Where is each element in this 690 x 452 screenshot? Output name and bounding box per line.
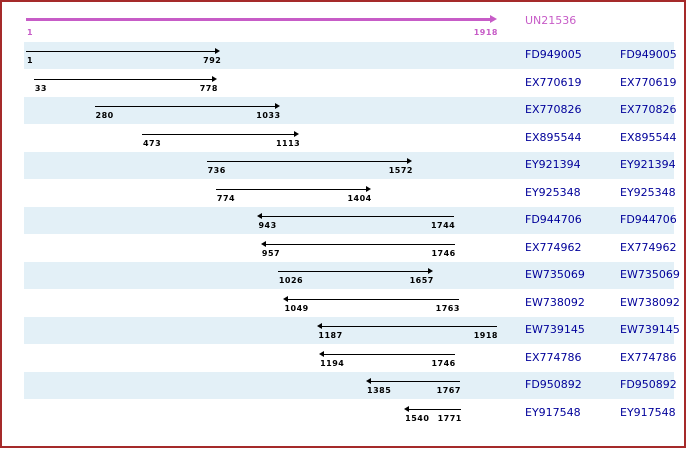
- query-track-arrowhead: [490, 15, 497, 23]
- hit-start-coord-FD950892: 1385: [367, 386, 392, 395]
- hit-id-link-EW739145[interactable]: EW739145: [525, 323, 585, 336]
- hit-track-FD944706-line[interactable]: [262, 216, 455, 217]
- hit-id-link-EY921394[interactable]: EY921394: [525, 158, 581, 171]
- hit-track-EY921394-arrowhead: [406, 158, 412, 164]
- hit-start-coord-EX895544: 473: [142, 138, 162, 148]
- hit-track-FD949005-line[interactable]: [26, 51, 216, 52]
- row-band: [24, 207, 674, 234]
- hit-track-EX895544-line[interactable]: [141, 133, 295, 135]
- hit-id-link-EW738092[interactable]: EW738092: [525, 295, 585, 309]
- hit-id-label-EW735069[interactable]: EW735069: [620, 268, 680, 281]
- hit-id-label-EX774962[interactable]: EX774962: [620, 240, 677, 254]
- hit-start-coord-FD949005: 1: [27, 56, 34, 65]
- query-end-coord: 1918: [473, 28, 498, 37]
- hit-track-EX770619-line[interactable]: [33, 78, 212, 80]
- hit-end-coord-EW738092: 1763: [435, 303, 460, 313]
- hit-id-link-EX774786[interactable]: EX774786: [525, 350, 582, 364]
- query-track-line[interactable]: [26, 18, 490, 21]
- hit-id-link-EX774962[interactable]: EX774962: [525, 240, 582, 254]
- hit-id-label-EX895544[interactable]: EX895544: [620, 130, 677, 144]
- hit-track-EX770826-arrowhead: [274, 103, 280, 109]
- hit-end-coord-FD949005: 792: [203, 56, 222, 65]
- row-band: [24, 372, 674, 399]
- hit-id-link-EX895544[interactable]: EX895544: [525, 130, 582, 144]
- hit-start-coord-EY917548: 1540: [405, 413, 430, 423]
- hit-id-label-EX770619[interactable]: EX770619: [620, 75, 677, 89]
- hit-id-label-EY921394[interactable]: EY921394: [620, 158, 676, 171]
- hit-track-FD944706-arrowhead: [257, 213, 263, 219]
- hit-track-FD949005-arrowhead: [215, 48, 221, 54]
- hit-id-label-FD950892[interactable]: FD950892: [620, 378, 677, 391]
- query-start-coord: 1: [27, 28, 34, 37]
- hit-track-EY921394-line[interactable]: [206, 161, 407, 162]
- hit-track-EW735069-arrowhead: [427, 268, 433, 274]
- hit-id-link-FD949005[interactable]: FD949005: [525, 48, 582, 61]
- row-band: [24, 262, 674, 289]
- hit-track-EW739145-arrowhead: [317, 323, 323, 329]
- hit-id-link-EY925348[interactable]: EY925348: [525, 185, 581, 199]
- hit-id-link-FD944706[interactable]: FD944706: [525, 213, 582, 226]
- hit-track-FD950892-line[interactable]: [371, 381, 460, 382]
- hit-id-link-EX770619[interactable]: EX770619: [525, 75, 582, 89]
- hit-end-coord-EX774962: 1746: [431, 248, 456, 258]
- hit-end-coord-EX774786: 1746: [431, 358, 456, 368]
- hit-id-label-FD944706[interactable]: FD944706: [620, 213, 677, 226]
- hit-id-link-EX770826[interactable]: EX770826: [525, 103, 582, 116]
- hit-end-coord-EY921394: 1572: [388, 166, 413, 175]
- hit-track-EY925348-line[interactable]: [215, 188, 366, 190]
- hit-end-coord-EX770826: 1033: [256, 111, 281, 120]
- hit-start-coord-EX770619: 33: [34, 83, 47, 93]
- hit-start-coord-EY925348: 774: [216, 193, 236, 203]
- hit-start-coord-EY921394: 736: [207, 166, 226, 175]
- hit-track-EY917548-line[interactable]: [409, 408, 461, 410]
- hit-track-EY925348-arrowhead: [365, 185, 371, 192]
- hit-end-coord-EY925348: 1404: [347, 193, 372, 203]
- query-id-label[interactable]: UN21536: [525, 14, 577, 27]
- hit-id-label-FD949005[interactable]: FD949005: [620, 48, 677, 61]
- hit-start-coord-FD944706: 943: [258, 221, 277, 230]
- hit-track-FD950892-arrowhead: [366, 378, 372, 384]
- hit-start-coord-EX774786: 1194: [320, 358, 345, 368]
- hit-track-EX770619-arrowhead: [211, 75, 217, 82]
- hit-start-coord-EX770826: 280: [95, 111, 114, 120]
- hit-track-EW735069-line[interactable]: [277, 271, 428, 272]
- hit-track-EX774786-arrowhead: [319, 350, 325, 357]
- hit-id-label-EY917548[interactable]: EY917548: [620, 405, 676, 419]
- hit-end-coord-EW739145: 1918: [473, 331, 498, 340]
- hit-track-EX774962-arrowhead: [260, 240, 266, 247]
- hit-end-coord-EX895544: 1113: [275, 138, 301, 148]
- hit-track-EW739145-line[interactable]: [322, 326, 497, 327]
- hit-end-coord-FD944706: 1744: [430, 221, 456, 230]
- hit-start-coord-EW735069: 1026: [278, 276, 304, 285]
- hit-start-coord-EX774962: 957: [261, 248, 281, 258]
- hit-track-EX895544-arrowhead: [294, 130, 300, 137]
- hit-track-EX774962-line[interactable]: [265, 243, 455, 245]
- row-band: [24, 97, 674, 124]
- hit-end-coord-EX770619: 778: [199, 83, 218, 93]
- row-band: [24, 152, 674, 179]
- hit-track-EX770826-line[interactable]: [94, 106, 275, 107]
- hit-id-label-EW738092[interactable]: EW738092: [620, 295, 680, 309]
- hit-end-coord-EW735069: 1657: [409, 276, 434, 285]
- row-band: [24, 42, 674, 69]
- hit-id-label-EW739145[interactable]: EW739145: [620, 323, 680, 336]
- hit-track-EW738092-arrowhead: [283, 295, 289, 302]
- hit-end-coord-EY917548: 1771: [437, 413, 462, 423]
- row-band: [24, 317, 674, 344]
- hit-track-EX774786-line[interactable]: [324, 353, 455, 355]
- hit-end-coord-FD950892: 1767: [436, 386, 461, 395]
- hit-track-EY917548-arrowhead: [404, 405, 410, 412]
- hit-start-coord-EW739145: 1187: [318, 331, 343, 340]
- hit-id-link-FD950892[interactable]: FD950892: [525, 378, 582, 391]
- hit-id-label-EX770826[interactable]: EX770826: [620, 103, 677, 116]
- hit-start-coord-EW738092: 1049: [284, 303, 309, 313]
- hit-track-EW738092-line[interactable]: [288, 298, 459, 300]
- hit-id-link-EW735069[interactable]: EW735069: [525, 268, 585, 281]
- hit-id-label-EY925348[interactable]: EY925348: [620, 185, 676, 199]
- hit-id-link-EY917548[interactable]: EY917548: [525, 405, 581, 419]
- hit-id-label-EX774786[interactable]: EX774786: [620, 350, 677, 364]
